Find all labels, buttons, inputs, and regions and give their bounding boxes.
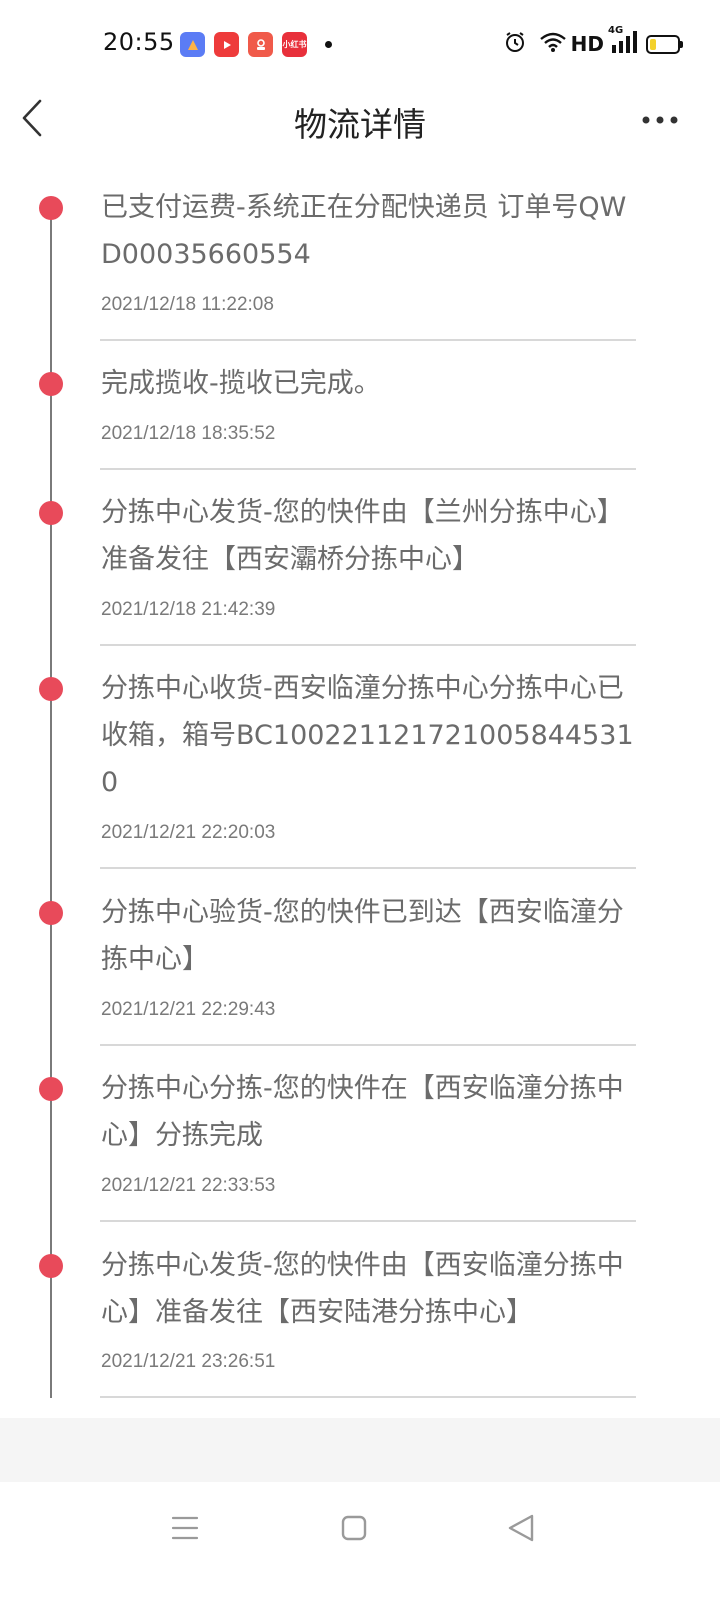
notification-dot bbox=[325, 41, 332, 48]
event-description: 分拣中心发货-您的快件由【兰州分拣中心】准备发往【西安灞桥分拣中心】 bbox=[101, 497, 624, 575]
logistics-timeline: 已支付运费-系统正在分配快递员 订单号QWD00035660554 2021/1… bbox=[0, 170, 720, 1398]
timeline-dot bbox=[39, 901, 63, 925]
chevron-left-icon[interactable] bbox=[18, 97, 48, 139]
status-bar: 20:55 小红书 HD 4G bbox=[0, 0, 720, 88]
event-description: 分拣中心分拣-您的快件在【西安临潼分拣中心】分拣完成 bbox=[101, 1073, 624, 1151]
event-timestamp: 2021/12/21 22:33:53 bbox=[101, 1175, 276, 1196]
event-description: 完成揽收-揽收已完成。 bbox=[101, 368, 381, 399]
status-time: 20:55 bbox=[103, 28, 175, 56]
wifi-icon bbox=[539, 31, 567, 57]
timeline-dot bbox=[39, 501, 63, 525]
battery-icon bbox=[646, 34, 683, 54]
app-icon-3 bbox=[248, 32, 273, 57]
event-timestamp: 2021/12/21 23:26:51 bbox=[101, 1351, 276, 1372]
event-timestamp: 2021/12/21 22:29:43 bbox=[101, 999, 276, 1020]
app-icon-2 bbox=[214, 32, 239, 57]
event-divider bbox=[100, 1396, 636, 1398]
back-triangle-icon[interactable] bbox=[502, 1508, 542, 1548]
event-description: 分拣中心收货-西安临潼分拣中心分拣中心已收箱，箱号BC1002211217210… bbox=[101, 673, 634, 798]
app-header: 物流详情 bbox=[0, 88, 720, 150]
event-divider bbox=[100, 339, 636, 341]
footer-spacer bbox=[0, 1418, 720, 1482]
home-square-icon[interactable] bbox=[334, 1508, 374, 1548]
event-timestamp: 2021/12/18 11:22:08 bbox=[101, 294, 274, 315]
event-description: 已支付运费-系统正在分配快递员 订单号QWD00035660554 bbox=[101, 192, 627, 270]
app-icon-1 bbox=[180, 32, 205, 57]
event-divider bbox=[100, 1220, 636, 1222]
event-divider bbox=[100, 644, 636, 646]
app-icon-4: 小红书 bbox=[282, 32, 307, 57]
status-right-group: HD 4G bbox=[503, 25, 683, 58]
event-description: 分拣中心验货-您的快件已到达【西安临潼分拣中心】 bbox=[101, 897, 624, 975]
event-description: 分拣中心发货-您的快件由【西安临潼分拣中心】准备发往【西安陆港分拣中心】 bbox=[101, 1250, 624, 1328]
more-horizontal-icon[interactable] bbox=[640, 111, 680, 124]
timeline-dot bbox=[39, 677, 63, 701]
battery-level bbox=[650, 38, 656, 50]
event-timestamp: 2021/12/18 21:42:39 bbox=[101, 599, 276, 620]
timeline-line bbox=[50, 200, 52, 1398]
timeline-dot bbox=[39, 196, 63, 220]
event-timestamp: 2021/12/21 22:20:03 bbox=[101, 822, 276, 843]
timeline-dot bbox=[39, 1254, 63, 1278]
event-timestamp: 2021/12/18 18:35:52 bbox=[101, 423, 276, 444]
alarm-icon bbox=[503, 30, 527, 58]
event-divider bbox=[100, 867, 636, 869]
hd-indicator: HD bbox=[570, 32, 604, 56]
timeline-dot bbox=[39, 1077, 63, 1101]
timeline-dot bbox=[39, 372, 63, 396]
app-icon-4-label: 小红书 bbox=[282, 40, 307, 49]
menu-icon[interactable] bbox=[165, 1508, 205, 1548]
system-nav-bar bbox=[0, 1482, 720, 1600]
page-title: 物流详情 bbox=[294, 105, 426, 144]
network-type-label: 4G bbox=[608, 25, 624, 36]
event-divider bbox=[100, 1044, 636, 1046]
event-divider bbox=[100, 468, 636, 470]
signal-icon: 4G bbox=[608, 25, 640, 57]
